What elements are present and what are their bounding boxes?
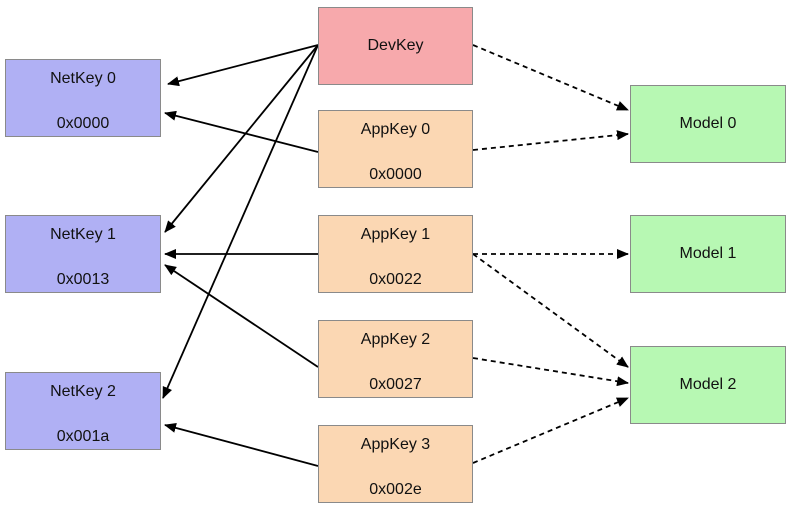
netkey-1-name: NetKey 1 xyxy=(50,226,116,243)
model-0-name: Model 0 xyxy=(679,115,737,132)
netkey-0-name: NetKey 0 xyxy=(50,70,116,87)
model-0-box: Model 0 xyxy=(630,85,786,163)
arrow-devkey-to-netkey-0 xyxy=(167,44,319,87)
appkey-3-box: AppKey 3 0x002e xyxy=(318,425,473,503)
appkey-2-name: AppKey 2 xyxy=(360,331,431,348)
model-1-name: Model 1 xyxy=(679,245,737,262)
appkey-0-box: AppKey 0 0x0000 xyxy=(318,110,473,188)
arrow-appkey-3-to-netkey-2 xyxy=(164,423,319,467)
arrow-appkey-1-to-model-2 xyxy=(472,253,629,368)
devkey-box: DevKey xyxy=(318,7,473,85)
appkey-1-name: AppKey 1 xyxy=(360,226,431,243)
netkey-1-box: NetKey 1 0x0013 xyxy=(5,215,161,293)
model-2-name: Model 2 xyxy=(679,376,737,393)
model-1-box: Model 1 xyxy=(630,215,786,293)
arrow-appkey-0-to-netkey-0 xyxy=(164,110,319,153)
netkey-0-box: NetKey 0 0x0000 xyxy=(5,59,161,137)
arrow-appkey-2-to-model-2 xyxy=(472,357,629,387)
netkey-0-index: 0x0000 xyxy=(56,115,110,132)
arrow-devkey-to-netkey-2 xyxy=(162,44,319,399)
netkey-2-name: NetKey 2 xyxy=(50,383,116,400)
appkey-2-box: AppKey 2 0x0027 xyxy=(318,320,473,398)
arrow-appkey-2-to-netkey-1 xyxy=(164,264,319,368)
devkey-name: DevKey xyxy=(367,37,424,54)
appkey-3-index: 0x002e xyxy=(369,481,422,498)
appkey-1-index: 0x0022 xyxy=(369,271,422,288)
appkey-0-name: AppKey 0 xyxy=(360,121,431,138)
appkey-1-box: AppKey 1 0x0022 xyxy=(318,215,473,293)
arrow-appkey-0-to-model-0 xyxy=(472,130,629,151)
netkey-2-index: 0x001a xyxy=(56,428,110,445)
appkey-0-index: 0x0000 xyxy=(369,166,422,183)
netkey-2-box: NetKey 2 0x001a xyxy=(5,372,161,450)
arrow-appkey-3-to-model-2 xyxy=(472,397,629,464)
appkey-3-name: AppKey 3 xyxy=(360,436,431,453)
appkey-2-index: 0x0027 xyxy=(369,376,422,393)
netkey-1-index: 0x0013 xyxy=(56,271,110,288)
arrow-devkey-to-model-0 xyxy=(472,44,629,111)
model-2-box: Model 2 xyxy=(630,346,786,424)
arrow-devkey-to-netkey-1 xyxy=(164,44,319,233)
